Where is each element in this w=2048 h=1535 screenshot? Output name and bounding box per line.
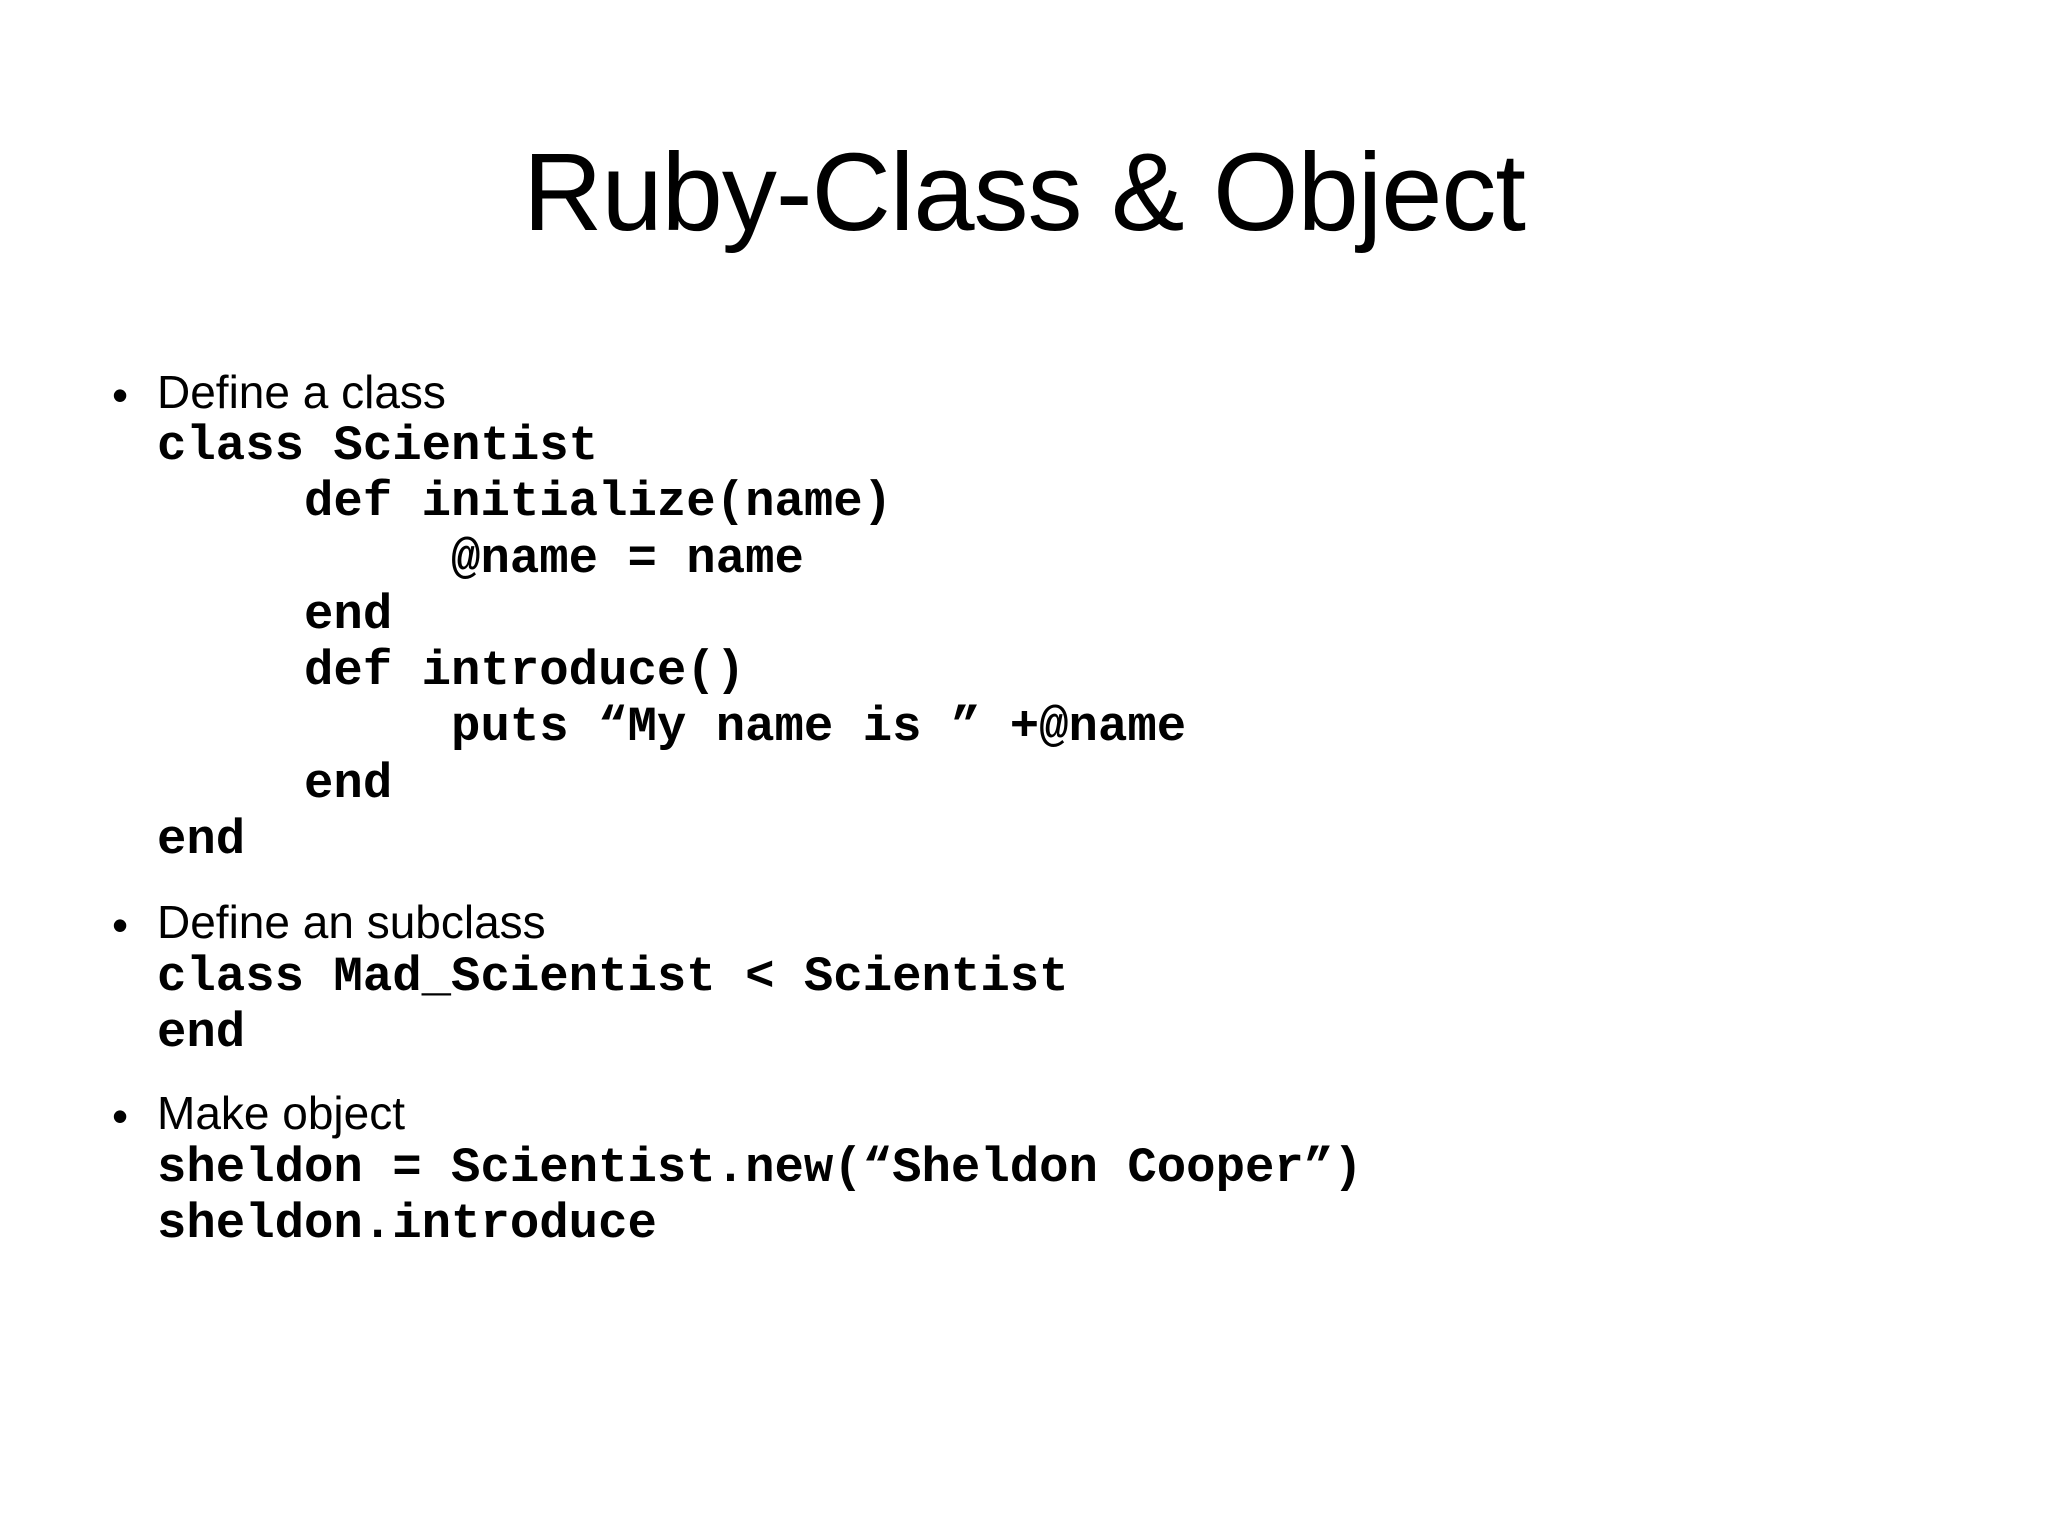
- bullet-heading-define-subclass: Define an subclass: [157, 896, 546, 948]
- code-line: end: [157, 586, 393, 643]
- bullet-icon: •: [112, 899, 129, 951]
- code-line: class Scientist: [157, 418, 599, 474]
- code-line: def initialize(name): [157, 474, 893, 531]
- code-line: end: [157, 1005, 246, 1062]
- code-line: puts “My name is ” +@name: [157, 699, 1187, 756]
- code-line: @name = name: [157, 530, 804, 587]
- code-line: end: [157, 755, 393, 812]
- bullet-icon: •: [112, 369, 129, 421]
- code-line: def introduce(): [157, 643, 746, 700]
- code-block-make-object: sheldon = Scientist.new(“Sheldon Cooper”…: [157, 1140, 1363, 1253]
- code-block-define-class: class Scientist def initialize(name) @na…: [157, 418, 1186, 868]
- code-line: class Mad_Scientist < Scientist: [157, 949, 1069, 1005]
- bullet-heading-define-class: Define a class: [157, 366, 446, 418]
- code-line: sheldon.introduce: [157, 1196, 657, 1253]
- code-line: sheldon = Scientist.new(“Sheldon Cooper”…: [157, 1140, 1363, 1196]
- bullet-heading-make-object: Make object: [157, 1087, 406, 1139]
- bullet-icon: •: [112, 1090, 129, 1142]
- code-line: end: [157, 812, 246, 869]
- slide-title: Ruby-Class & Object: [523, 131, 1526, 254]
